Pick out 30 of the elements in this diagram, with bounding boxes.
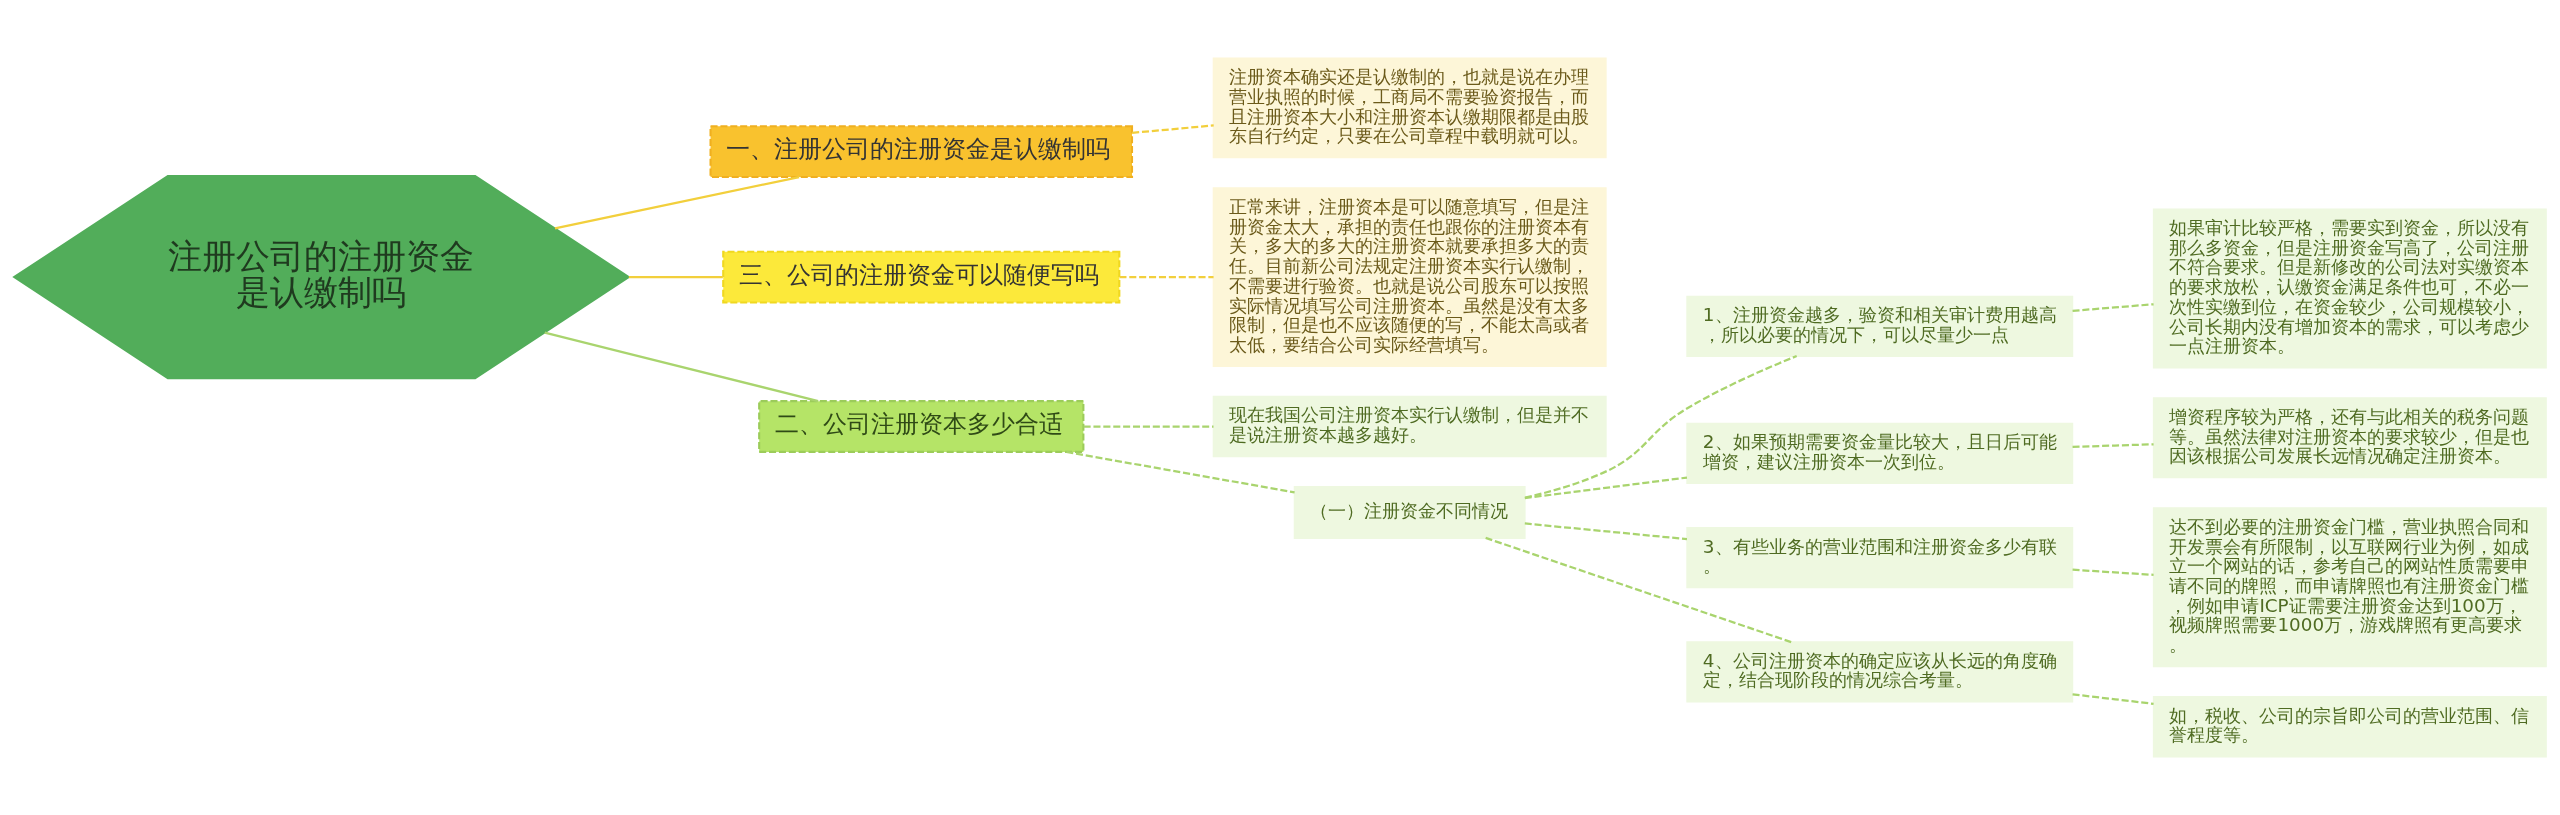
connector [1066,450,1295,494]
node-box: 一、注册公司的注册资金是认缴制吗 [709,125,1134,179]
connector [1083,425,1214,428]
node-box: 如果审计比较严格，需要实到资金，所以没有那么多资金，但是注册资金写高了，公司注册不符合要求。但是新修改的公司法对实缴资本的要求放松，认缴资金满足条件也可，不必一次性实缴到位，在资金较少，公司规模较小，公司长期内没有增加资本的需求，可以考虑少一点注册资本。 [2152,208,2547,369]
node-box: 如，税收、公司的宗旨即公司的营业范围、信誉程度等。 [2152,696,2547,758]
node-box: 二、公司注册资本多少合适 [758,400,1085,453]
node-box: 增资程序较为严格，还有与此相关的税务问题等。虽然法律对注册资本的要求较少，但是也因该根据公司发展长远情况确定注册资本。 [2152,397,2547,479]
connector [2072,568,2154,576]
connector [628,276,723,279]
connector [1132,124,1214,134]
connector [1485,536,1792,644]
connector [2072,443,2154,449]
node-box: 现在我国公司注册资本实行认缴制，但是并不是说注册资本越多越好。 [1212,395,1607,458]
connector [1524,522,1688,541]
node-box: 正常来讲，注册资本是可以随意填写，但是注册资金太大，承担的责任也跟你的注册资本有关，多大的多大的注册资本就要承担多大的责任。目前新公司法规定注册资本实行认缴制，不需要进行验资。也就是说公司股东可以按照实际情况填写公司注册资本。虽然是没有太多限制，但是也不应该随便的写，不能太高或者太低，要结合公司实际经营填写。 [1212,187,1607,367]
connector [1524,355,1798,499]
node-box: 2、如果预期需要资金量比较大，且日后可能增资，建议注册资本一次到位。 [1686,422,2074,484]
connector [2072,303,2154,312]
node-box: 三、公司的注册资金可以随便写吗 [722,250,1121,304]
connector [1119,276,1214,279]
connector [2072,693,2154,705]
connector [544,331,819,403]
node-box: 4、公司注册资本的确定应该从长远的角度确定，结合现阶段的情况综合考量。 [1686,641,2074,703]
connector [554,175,800,230]
node-box: 注册资本确实还是认缴制的，也就是说在办理营业执照的时候，工商局不需要验资报告，而且注册资本大小和注册资本认缴期限都是由股东自行约定，只要在公司章程中载明就可以。 [1212,57,1607,159]
node-box: （一）注册资金不同情况 [1293,486,1526,539]
node-box: 1、注册资金越多，验资和相关审计费用越高，所以必要的情况下，可以尽量少一点 [1686,295,2074,358]
node-box: 达不到必要的注册资金门槛，营业执照合同和开发票会有所限制，以互联网行业为例，如成立一个网站的话，参考自己的网站性质需要申请不同的牌照，而申请牌照也有注册资金门槛，例如申请ICP证需要注册资金达到100万，视频牌照需要1000万，游戏牌照有更高要求。 [2152,507,2547,668]
node-box: 3、有些业务的营业范围和注册资金多少有联。 [1686,526,2074,589]
connector [1524,476,1688,500]
